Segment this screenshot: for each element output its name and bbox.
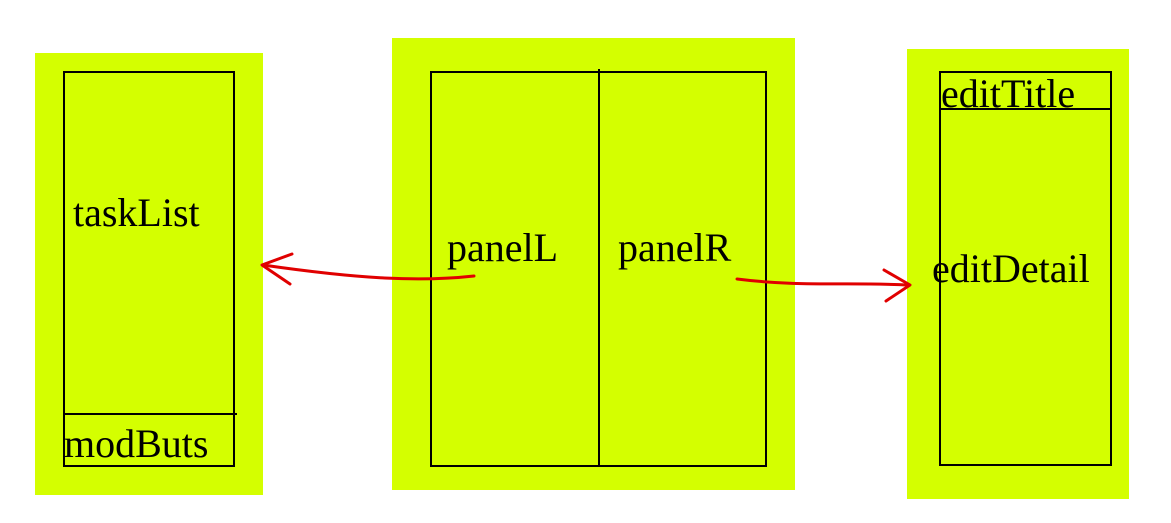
left-window: taskList modButs	[35, 53, 263, 495]
edittitle-label: editTitle	[941, 71, 1076, 116]
arrowhead-left	[260, 252, 294, 286]
edittitle-divider	[939, 108, 1112, 110]
tasklist-frame	[63, 71, 235, 467]
panel-divider	[598, 69, 600, 467]
panell-label: panelL	[447, 225, 559, 270]
tasklist-label: taskList	[73, 190, 200, 235]
modbuts-divider	[63, 413, 237, 415]
arrow-panelr-to-editdetail	[735, 277, 910, 287]
arrowhead-right	[882, 268, 912, 303]
editdetail-label: editDetail	[932, 246, 1090, 291]
center-window: panelL panelR	[392, 38, 795, 490]
right-window: editTitle editDetail	[907, 49, 1129, 499]
arrow-panell-to-tasklist	[261, 263, 476, 281]
panelr-label: panelR	[618, 225, 732, 270]
editdetail-frame	[939, 71, 1112, 466]
modbuts-label: modButs	[64, 421, 209, 466]
